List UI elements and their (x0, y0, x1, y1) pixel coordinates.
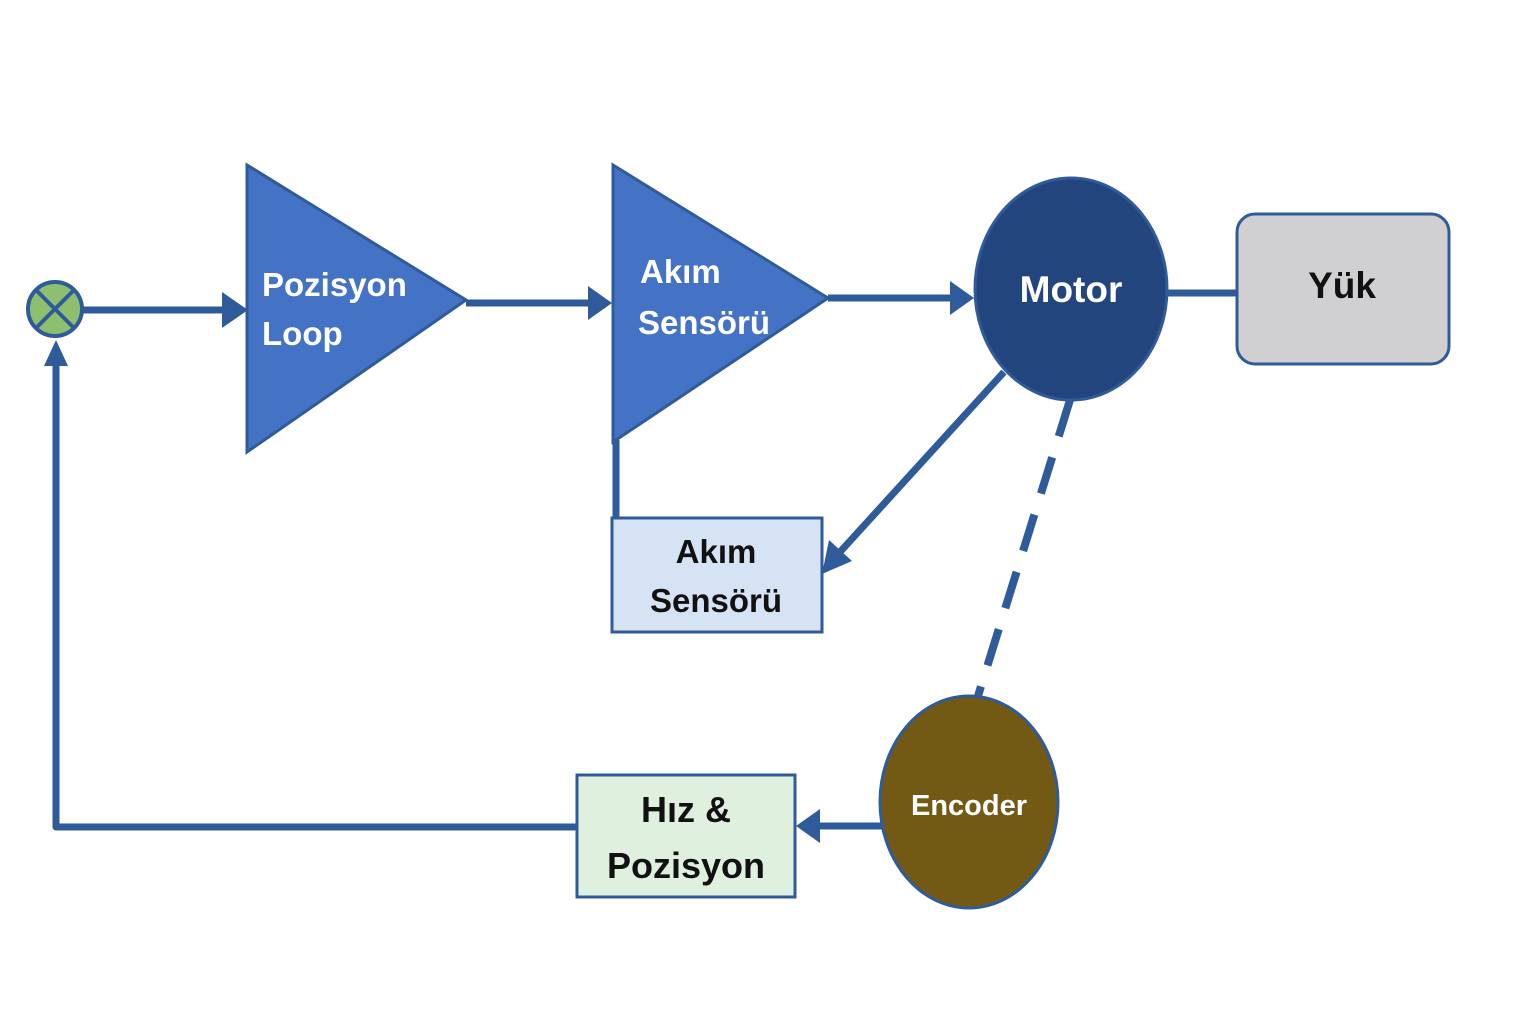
speed-position-box (575, 773, 797, 899)
current-sensor-label-line1: Akım (676, 533, 757, 570)
load-label: Yük (1308, 265, 1376, 306)
current-sensor-label-line2: Sensörü (650, 582, 782, 619)
motor-circle (973, 176, 1169, 402)
arrowhead-current-amplifier (588, 286, 612, 320)
speed-position-label-line1: Hız & (641, 789, 731, 830)
arrowhead-motor (950, 281, 974, 315)
speed-position-label-line2: Pozisyon (607, 845, 765, 886)
summing-junction (26, 280, 84, 338)
edge-motor-to-current-sensor (837, 369, 1007, 555)
current-amplifier: Akım Sensörü (611, 162, 831, 445)
arrowhead-speed-position (796, 809, 820, 843)
current-amplifier-label-line1: Akım (640, 253, 721, 290)
edge-motor-to-encoder (974, 398, 1074, 698)
edges (44, 281, 1238, 843)
current-amplifier-label-line2: Sensörü (638, 304, 770, 341)
summing-junction-cross-b (34, 288, 76, 330)
load: Yük (1235, 212, 1451, 366)
position-loop-triangle (245, 162, 469, 455)
position-loop-label-line1: Pozisyon (262, 266, 407, 303)
position-loop-label-line2: Loop (262, 315, 343, 352)
encoder-circle (878, 694, 1060, 910)
load-box (1235, 212, 1451, 366)
current-sensor-box (610, 516, 824, 634)
arrowhead-summing-junction (44, 340, 68, 366)
current-amplifier-triangle (611, 162, 831, 445)
encoder-label: Encoder (911, 790, 1027, 822)
motor: Motor (973, 176, 1169, 402)
speed-position: Hız & Pozisyon (575, 773, 797, 899)
current-sensor: Akım Sensörü (610, 516, 824, 634)
position-loop-amplifier: Pozisyon Loop (245, 162, 469, 455)
arrowhead-current-sensor (822, 540, 852, 574)
edge-speed-position-to-summing-junction (52, 362, 578, 831)
arrowhead-position-loop (222, 292, 248, 328)
motor-label: Motor (1020, 269, 1123, 310)
encoder: Encoder (878, 694, 1060, 910)
